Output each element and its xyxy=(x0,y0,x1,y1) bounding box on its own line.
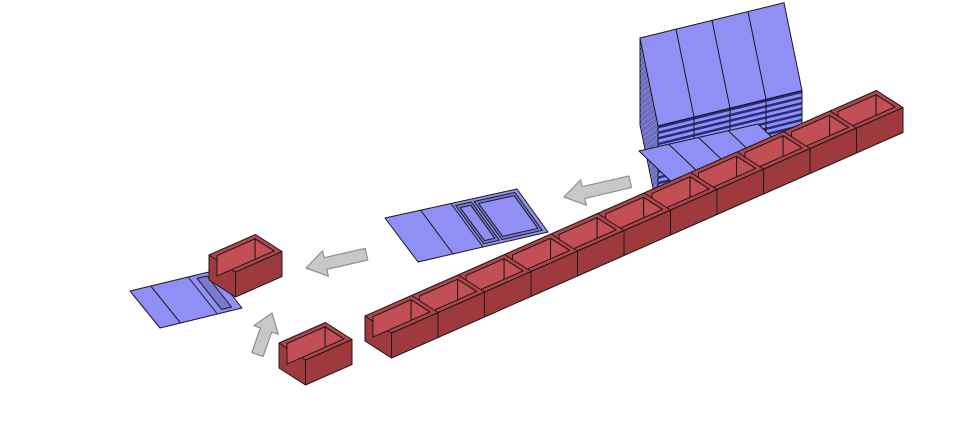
stack-left-edge xyxy=(640,40,658,132)
stack-left-edge xyxy=(640,60,658,151)
stack-left-edge xyxy=(640,63,658,154)
stack-left-edge xyxy=(640,46,658,137)
row-tray-4-inner-right-wall xyxy=(550,237,570,260)
stack-left-edge xyxy=(640,74,658,165)
glued-sheet-fold-line xyxy=(420,209,454,255)
single-tray xyxy=(278,322,353,386)
stack-left-edge xyxy=(640,54,658,146)
row-tray-5-inner-right-wall xyxy=(596,217,617,239)
row-tray-9-inner-right-wall xyxy=(782,135,803,157)
arrow-stack-to-glued-sheet xyxy=(563,175,633,206)
row-tray-7-inner-right-wall xyxy=(689,176,710,198)
arrow-tray-to-assembly xyxy=(251,312,279,358)
row-tray-3-inner-right-wall xyxy=(503,258,524,280)
box-assembly xyxy=(129,234,283,329)
assembly-tray xyxy=(208,234,283,298)
stack-left-edge xyxy=(640,66,658,157)
row-tray-11-inner-right-wall xyxy=(875,94,896,116)
tray-conveyor-row xyxy=(364,90,904,359)
assembly-glue-strip xyxy=(196,275,232,310)
stack-left-edge xyxy=(640,43,658,135)
stack-top-fold-line xyxy=(747,11,767,100)
arrow-glued-sheet-to-assembly xyxy=(305,247,369,277)
glued-sheet xyxy=(384,188,549,263)
stack-left-edge xyxy=(640,57,658,149)
stack-left-edge xyxy=(640,52,658,143)
row-tray-1 xyxy=(364,295,439,359)
incoming-tray-inner-right-wall xyxy=(324,326,345,348)
row-tray-10-inner-right-wall xyxy=(829,114,849,137)
row-tray-6-inner-right-wall xyxy=(643,196,663,219)
stack-top-fold-line xyxy=(711,20,731,109)
stack-left-edge xyxy=(640,99,658,191)
glue-frame-right-inner xyxy=(478,195,539,237)
assembly-sheet-fold-line xyxy=(187,276,218,315)
stack-top-fold-line xyxy=(675,29,695,118)
stack-left-edge xyxy=(640,119,658,210)
incoming-tray xyxy=(278,322,353,386)
process-arrows xyxy=(251,175,633,358)
stack-left-edge xyxy=(640,71,658,163)
stack-left-edge xyxy=(640,102,658,193)
row-tray-8-inner-right-wall xyxy=(736,155,756,178)
stack-left-edge xyxy=(640,68,658,160)
stack-left-edge xyxy=(640,77,658,168)
stack-left-edge xyxy=(640,49,658,140)
glue-frame-left-inner xyxy=(459,204,496,242)
stack-left-edge xyxy=(640,116,658,207)
row-tray-1-inner-right-wall xyxy=(410,299,431,321)
row-tray-2-inner-right-wall xyxy=(457,278,477,301)
assembly-sheet-fold-line xyxy=(150,285,181,324)
glued-sheet-fold-line xyxy=(450,203,484,248)
assembly-tray-inner-right-wall xyxy=(254,238,275,260)
